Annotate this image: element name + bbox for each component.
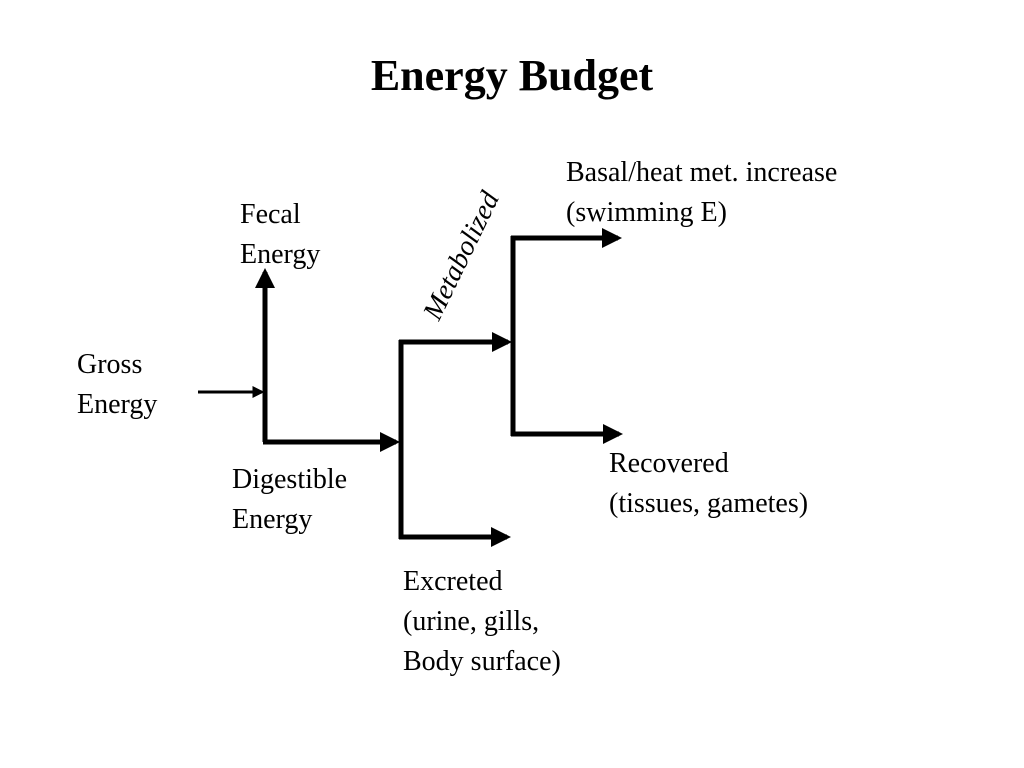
basal-energy-label: Basal/heat met. increase (swimming E)	[566, 153, 837, 233]
gross-energy-line-2: Energy	[77, 389, 158, 420]
recovered-line-1: Recovered	[609, 448, 729, 479]
digestible-energy-line-2: Energy	[232, 504, 313, 535]
excreted-line-3: Body surface)	[403, 646, 561, 677]
recovered-energy-label: Recovered (tissues, gametes)	[609, 444, 808, 524]
excreted-energy-label: Excreted (urine, gills, Body surface)	[403, 562, 561, 682]
digestible-energy-line-1: Digestible	[232, 464, 348, 495]
basal-line-1: Basal/heat met. increase	[566, 157, 838, 188]
digestible-energy-label: Digestible Energy	[232, 460, 347, 540]
recovered-line-2: (tissues, gametes)	[609, 488, 809, 519]
excreted-line-2: (urine, gills,	[403, 606, 540, 637]
fecal-energy-line-2: Energy	[240, 239, 321, 270]
excreted-line-1: Excreted	[403, 566, 503, 597]
gross-energy-label: Gross Energy	[77, 345, 157, 425]
page-title: Energy Budget	[370, 51, 654, 100]
fecal-energy-line-1: Fecal	[240, 199, 301, 230]
gross-energy-line-1: Gross	[77, 349, 143, 380]
basal-line-2: (swimming E)	[566, 197, 727, 228]
fecal-energy-label: Fecal Energy	[240, 195, 320, 275]
